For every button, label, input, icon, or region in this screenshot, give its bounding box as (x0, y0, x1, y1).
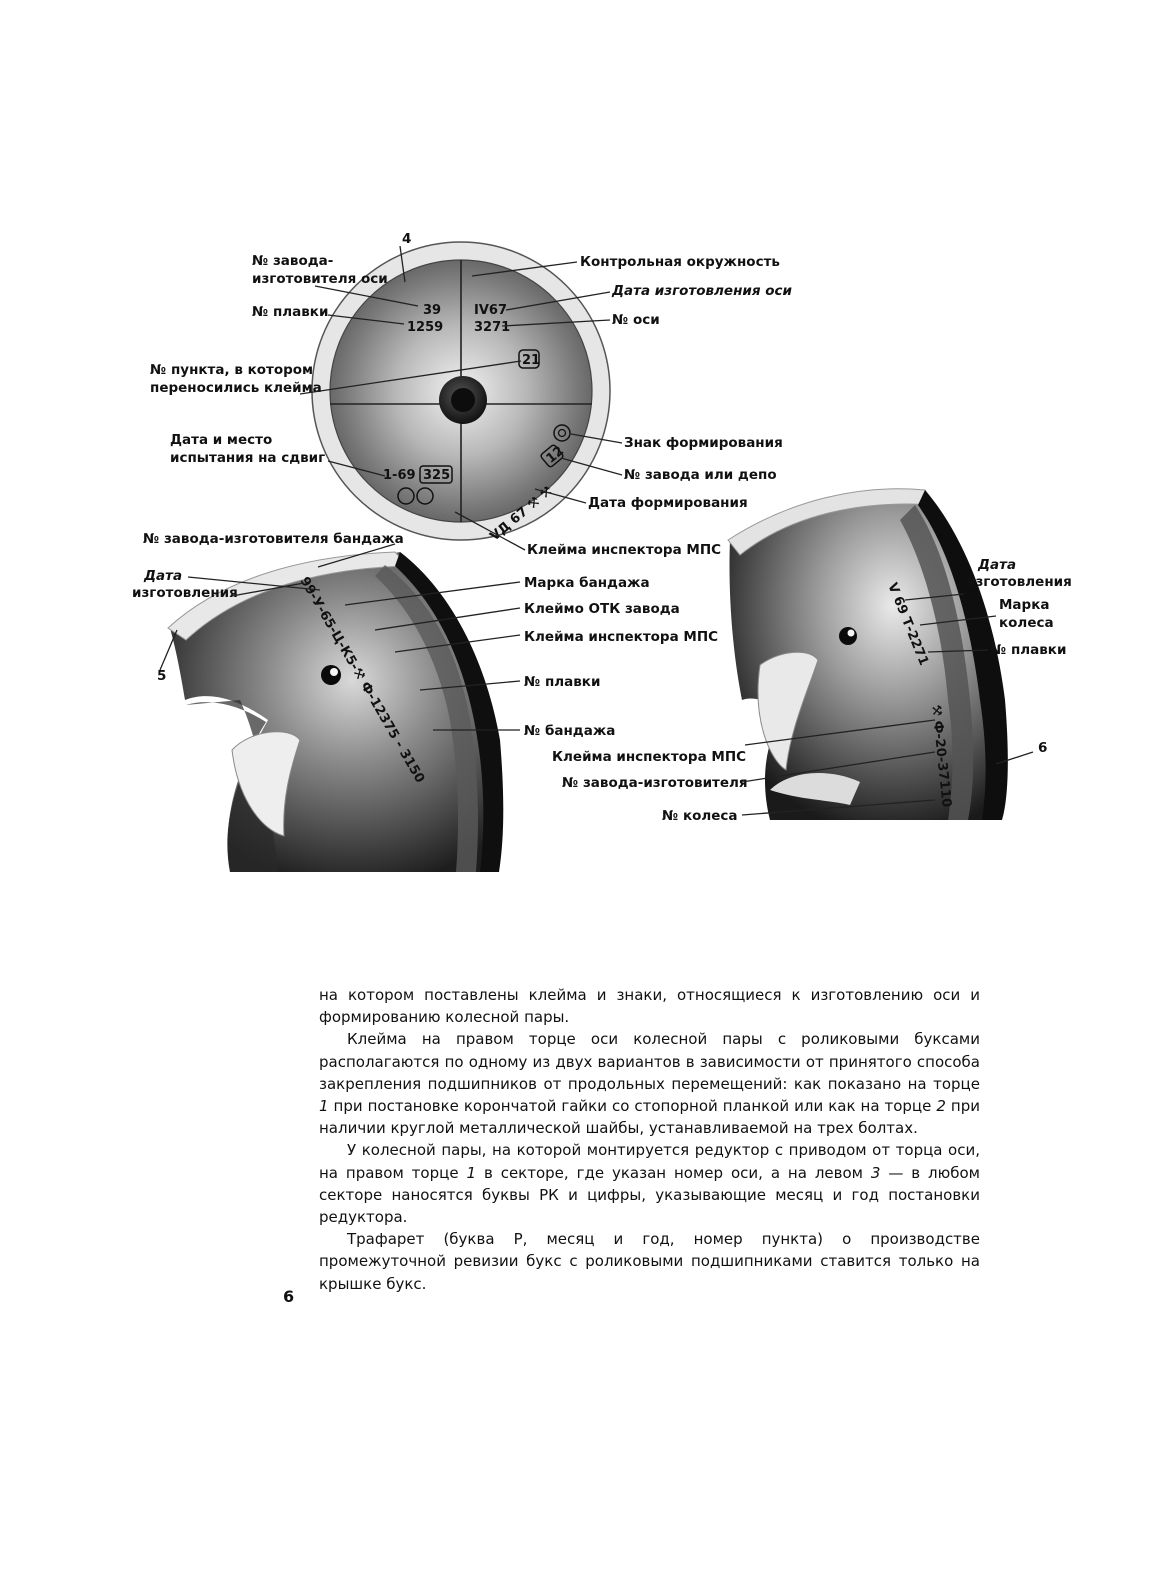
label-form-date: Дата формирования (588, 495, 748, 511)
label-axle-factory-1: № завода- (252, 253, 333, 269)
solid-wheel-image (728, 489, 1008, 820)
label-wheel-melt: № плавки (990, 642, 1066, 658)
label-tire-mark: Марка бандажа (524, 575, 650, 591)
label-wheel-date-1: Дата (977, 557, 1016, 573)
label-axle-no: № оси (612, 312, 660, 328)
label-axle-melt: № плавки (252, 304, 328, 320)
ref-face-1: 1 (319, 1097, 329, 1115)
label-axle-date: Дата изготовления оси (611, 283, 793, 299)
label-axle-factory-2: изготовителя оси (252, 271, 388, 287)
callout-4: 4 (402, 231, 411, 247)
paragraph-3-part-b: в секторе, где указан номер оси, а на ле… (476, 1164, 871, 1182)
paragraph-2: Клейма на правом торце оси колесной пары… (319, 1028, 980, 1139)
label-shear-1: Дата и место (170, 432, 272, 448)
label-tire-date-1: Дата (143, 568, 182, 584)
paragraph-2-part-a: Клейма на правом торце оси колесной пары… (319, 1030, 980, 1092)
label-tire-otk: Клеймо ОТК завода (524, 601, 680, 617)
stamp-iv67: IV67 (474, 303, 507, 318)
stamp-325: 325 (423, 468, 450, 483)
label-form-sign: Знак формирования (624, 435, 783, 451)
label-depot-no: № завода или депо (624, 467, 777, 483)
paragraph-4: Трафарет (буква Р, месяц и год, номер пу… (319, 1228, 980, 1295)
stamp-3271: 3271 (474, 320, 510, 335)
label-wheel-factory: № завода-изготовителя (562, 775, 748, 791)
stamp-39: 39 (423, 303, 441, 318)
paragraph-1: на котором поставлены клейма и знаки, от… (319, 984, 980, 1028)
label-control-circle: Контрольная окружность (580, 254, 780, 270)
label-wheel-no: № колеса (662, 808, 738, 824)
label-tire-date-2: изготовления (132, 585, 238, 601)
callout-5: 5 (157, 668, 166, 684)
label-wheel-inspector: Клейма инспектора МПС (552, 749, 746, 765)
label-wheel-mark-1: Марка (999, 597, 1049, 613)
stamp-21: 21 (522, 353, 540, 368)
label-point-2: переносились клейма (150, 380, 322, 396)
stamp-1-69: 1-69 (383, 468, 416, 483)
label-point-1: № пункта, в котором (150, 362, 313, 378)
ref-face-1b: 1 (466, 1164, 476, 1182)
label-tire-factory: № завода-изготовителя бандажа (143, 531, 404, 547)
label-wheel-date-2: изготовления (966, 574, 1072, 590)
label-tire-melt: № плавки (524, 674, 600, 690)
label-axle-inspector: Клейма инспектора МПС (527, 542, 721, 558)
label-tire-no: № бандажа (524, 723, 615, 739)
ref-face-2: 2 (936, 1097, 946, 1115)
figure-wheelset-markings: 39 1259 IV67 3271 21 12 1-69 325 VД 67 ⚒… (0, 0, 1163, 900)
paragraph-3: У колесной пары, на которой монтируется … (319, 1139, 980, 1228)
label-shear-2: испытания на сдвиг (170, 450, 325, 466)
label-tire-inspector: Клейма инспектора МПС (524, 629, 718, 645)
paragraph-2-part-b: при постановке корончатой гайки со стопо… (329, 1097, 937, 1115)
callout-6: 6 (1038, 740, 1047, 756)
stamp-1259: 1259 (407, 320, 443, 335)
page-number: 6 (283, 1287, 294, 1306)
body-text: на котором поставлены клейма и знаки, от… (319, 984, 980, 1295)
label-wheel-mark-2: колеса (999, 615, 1054, 631)
